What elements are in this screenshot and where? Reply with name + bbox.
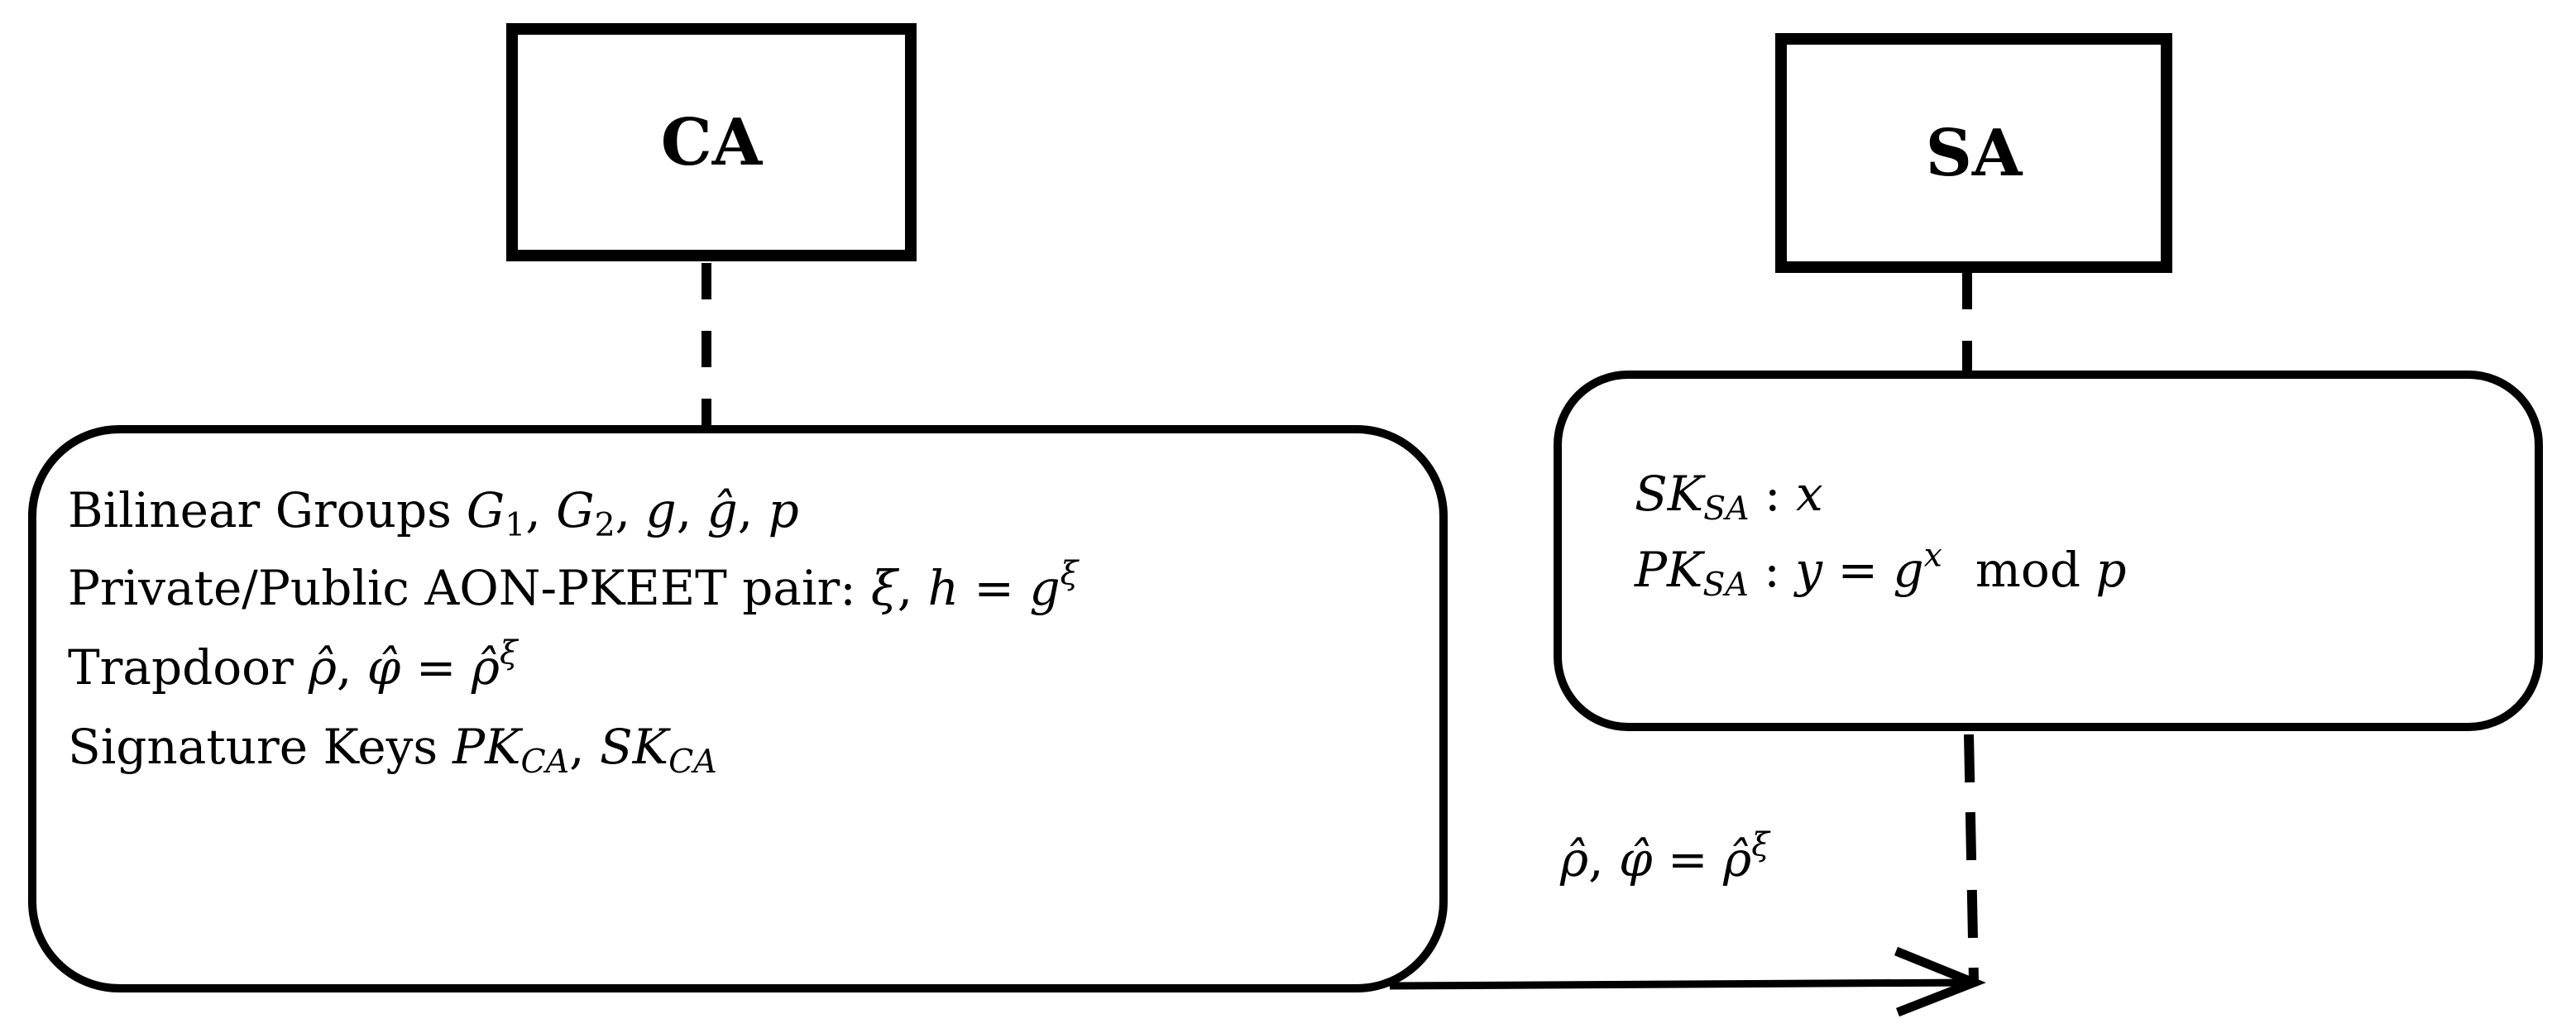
sa-public-key-y: y <box>1795 542 1823 598</box>
message-arrow-line <box>1389 978 1975 990</box>
sa-modulus-p: p <box>2095 542 2127 598</box>
sa-secret-key-line: SKSA : x <box>1635 466 1823 528</box>
trapdoor-message-label: ρ̂, φ̂ = ρ̂ξ <box>1560 825 1769 887</box>
message-arrow-head <box>1894 946 1986 1017</box>
generator-g-hat: ĝ <box>706 482 738 538</box>
bilinear-groups-prefix: Bilinear Groups <box>68 482 452 538</box>
group-g2: G2 <box>556 482 615 545</box>
public-key-h: h <box>927 560 959 616</box>
generator-g: g <box>645 482 677 538</box>
sa-actor-label: SA <box>1925 115 2023 191</box>
aon-pkeet-prefix: Private/Public AON-PKEET pair: <box>68 560 856 616</box>
group-g1: G1 <box>466 482 526 545</box>
public-key-expression: gξ <box>1029 554 1079 616</box>
trapdoor-prefix: Trapdoor <box>68 639 294 696</box>
trapdoor-expression: ρ̂ξ <box>471 634 518 696</box>
sa-public-key-label: PKSA <box>1635 542 1749 605</box>
message-rho-hat: ρ̂ <box>1560 831 1589 887</box>
sa-secret-key-x: x <box>1795 466 1823 522</box>
ca-actor-box: CA <box>506 23 917 261</box>
ca-aon-pkeet-pair-line: Private/Public AON-PKEET pair:ξ, h = gξ <box>68 554 1079 616</box>
sa-key-panel <box>1554 371 2543 731</box>
ca-key-panel <box>28 425 1448 992</box>
ca-actor-label: CA <box>660 104 763 180</box>
message-phi-hat: φ̂ <box>1618 831 1653 887</box>
ca-public-signature-key: PKCA <box>452 719 570 782</box>
sa-actor-box: SA <box>1775 33 2172 273</box>
sa-public-key-expression: gx <box>1893 536 1942 598</box>
trapdoor-rho-hat: ρ̂ <box>308 639 337 696</box>
signature-keys-prefix: Signature Keys <box>68 719 438 775</box>
mod-operator: mod <box>1975 542 2080 598</box>
prime-p: p <box>768 482 799 538</box>
sa-lifeline-bottom <box>1964 734 1979 982</box>
sa-secret-key-label: SKSA <box>1635 466 1750 528</box>
private-key-xi: ξ <box>870 560 898 616</box>
ca-secret-signature-key: SKCA <box>600 719 717 782</box>
message-expression: ρ̂ξ <box>1723 825 1769 887</box>
trapdoor-phi-hat: φ̂ <box>366 639 401 696</box>
